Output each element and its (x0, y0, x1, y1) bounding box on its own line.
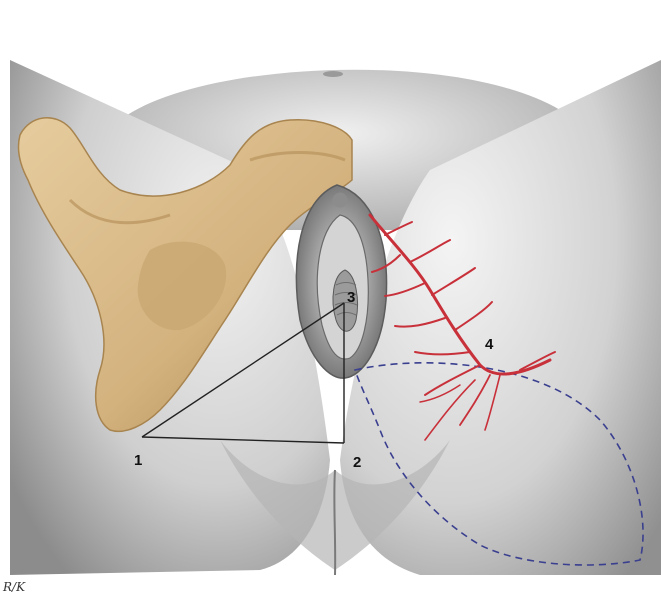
gluteal-cleft (334, 470, 335, 575)
artist-signature: R/K (3, 580, 25, 594)
label-4: 4 (485, 336, 493, 353)
label-1: 1 (134, 452, 142, 469)
navel (323, 71, 343, 77)
label-3: 3 (347, 289, 355, 306)
label-2: 2 (353, 454, 361, 471)
